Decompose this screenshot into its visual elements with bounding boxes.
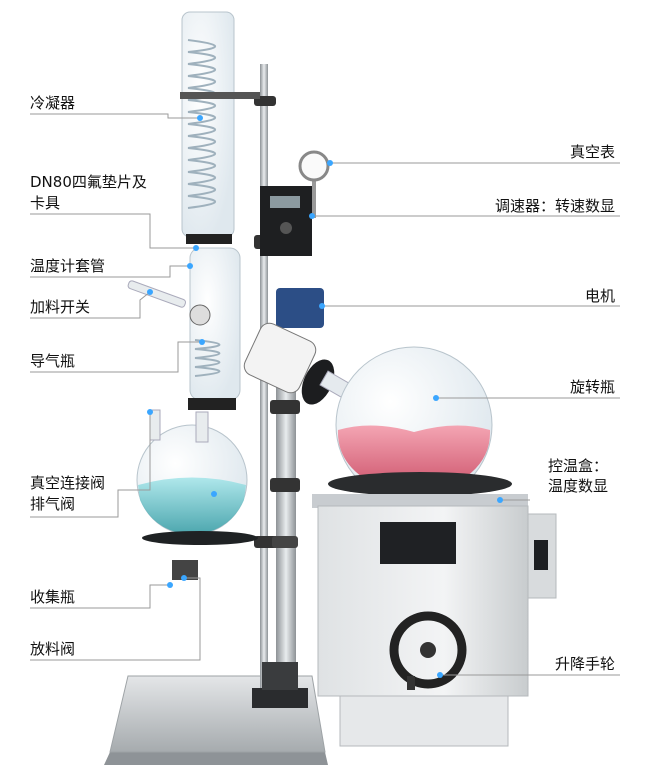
label-guide-bottle: 导气瓶	[30, 352, 76, 370]
label-feed-switch: 加料开关	[30, 298, 91, 316]
heating-bath	[312, 494, 557, 747]
dot-icon	[181, 575, 187, 581]
dot-icon	[433, 395, 439, 401]
dot-icon	[211, 491, 217, 497]
label-collect-bottle: 收集瓶	[30, 588, 76, 606]
motor	[243, 288, 335, 405]
label-speed-controller: 调速器：转速数显	[494, 197, 615, 215]
label-temp-box-line2: 温度数显	[548, 477, 609, 495]
dot-icon	[147, 289, 153, 295]
dot-icon	[319, 303, 325, 309]
label-motor: 电机	[584, 287, 615, 305]
dot-icon	[197, 115, 203, 121]
collection-flask	[136, 409, 258, 580]
label-discharge-valve: 放料阀	[30, 640, 76, 658]
dot-icon	[309, 213, 315, 219]
label-thermo-sleeve: 温度计套管	[30, 257, 106, 275]
dot-icon	[199, 339, 205, 345]
vacuum-gauge	[298, 150, 330, 218]
label-gasket-line2: 卡具	[30, 194, 61, 212]
condenser	[180, 11, 260, 244]
label-vacuum-gauge: 真空表	[569, 143, 615, 161]
dot-icon	[167, 582, 173, 588]
dot-icon	[327, 160, 333, 166]
label-vacuum-valve-line2: 排气阀	[30, 495, 76, 513]
label-temp-box-line1: 控温盒：	[548, 457, 609, 475]
speed-controller	[260, 186, 312, 256]
label-rotary-bottle: 旋转瓶	[569, 378, 615, 396]
dot-icon	[437, 672, 443, 678]
label-condenser: 冷凝器	[30, 94, 76, 112]
callout-dots	[147, 115, 503, 678]
label-gasket-line1: DN80四氟垫片及	[30, 173, 147, 191]
label-lift-wheel: 升降手轮	[554, 655, 615, 673]
label-vacuum-valve-line1: 真空连接阀	[30, 474, 106, 492]
rotary-flask	[319, 346, 512, 504]
dot-icon	[497, 497, 503, 503]
glass-assembly	[127, 247, 241, 410]
dot-icon	[187, 263, 193, 269]
dot-icon	[147, 409, 153, 415]
dot-icon	[193, 245, 199, 251]
callout-lines	[30, 113, 620, 676]
